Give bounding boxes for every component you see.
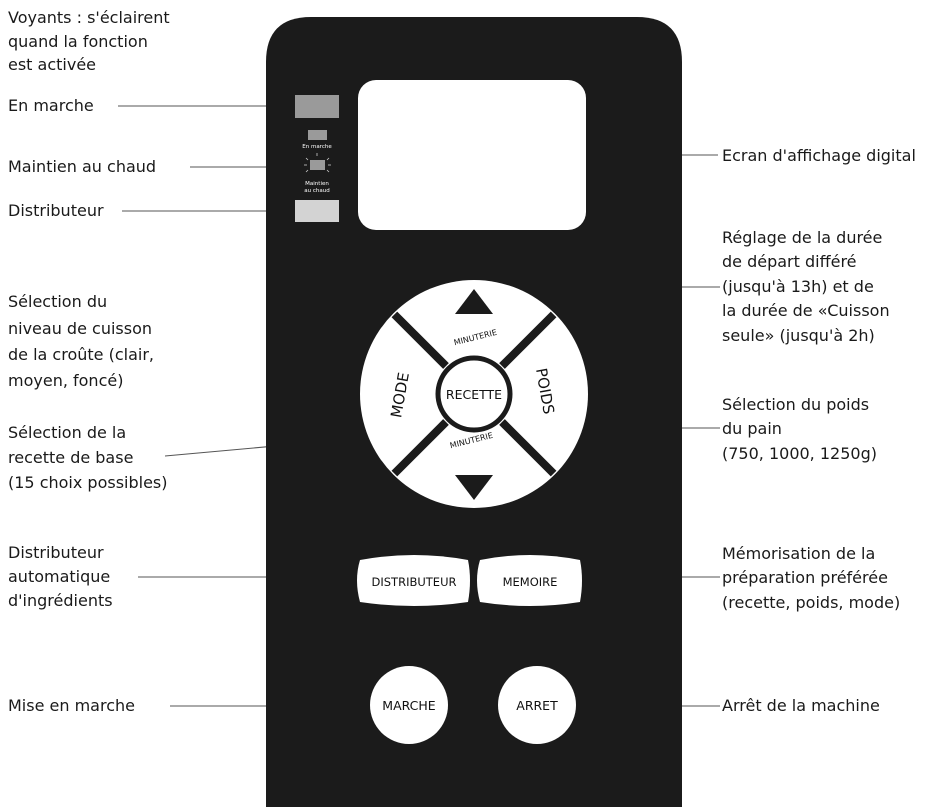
small-label-maintien-2: au chaud (304, 188, 329, 194)
memoire-button-label: MEMOIRE (503, 575, 558, 589)
callout-voyants: Voyants : s'éclairent quand la fonction … (8, 8, 175, 74)
callout-croute-line: niveau de cuisson (8, 319, 152, 338)
callout-recette-line: Sélection de la (8, 423, 126, 442)
distributeur-button-label: DISTRIBUTEUR (372, 575, 457, 589)
callout-minuterie-line: Réglage de la durée (722, 228, 882, 247)
callout-arret: Arrêt de la machine (722, 696, 880, 715)
callout-distributeur-auto-line: d'ingrédients (8, 591, 113, 610)
callout-poids-line: Sélection du poids (722, 395, 869, 414)
led-small-en-marche (308, 130, 327, 140)
callout-poids: Sélection du poids du pain (750, 1000, 1… (722, 395, 877, 463)
callout-minuterie-line: (jusqu'à 13h) et de (722, 277, 874, 296)
callout-recette-line: (15 choix possibles) (8, 473, 168, 492)
maintien-glow-icon (304, 153, 331, 173)
callout-recette-line: recette de base (8, 448, 133, 467)
callout-maintien: Maintien au chaud (8, 157, 156, 176)
arret-button[interactable] (498, 666, 576, 744)
callout-distributeur: Distributeur (8, 201, 104, 220)
callout-minuterie-line: la durée de «Cuisson (722, 301, 890, 320)
marche-button[interactable] (370, 666, 448, 744)
callout-distributeur-auto-line: Distributeur (8, 543, 104, 562)
led-en-marche (295, 95, 339, 118)
recette-button[interactable] (435, 355, 513, 433)
small-label-maintien-1: Maintien (305, 181, 329, 187)
arret-button-label: ARRET (516, 698, 558, 713)
callout-distributeur-auto-line: automatique (8, 567, 110, 586)
digital-display-screen (358, 80, 586, 230)
callout-voyants-line: quand la fonction (8, 32, 148, 51)
callout-memoire-line: préparation préférée (722, 568, 888, 587)
led-small-maintien (310, 160, 325, 170)
marche-button-label: MARCHE (382, 698, 436, 713)
memoire-button[interactable] (477, 555, 582, 606)
callout-poids-line: du pain (722, 419, 782, 438)
triangle-down-icon (455, 475, 493, 500)
callout-croute-line: Sélection du (8, 292, 107, 311)
callout-voyants-line: est activée (8, 55, 96, 74)
callout-memoire-line: (recette, poids, mode) (722, 593, 900, 612)
callout-recette: Sélection de la recette de base (15 choi… (8, 423, 168, 492)
callout-mise-en-marche: Mise en marche (8, 696, 135, 715)
callout-ecran: Ecran d'affichage digital (722, 146, 916, 165)
small-label-en-marche: En marche (302, 144, 332, 150)
triangle-up-icon (455, 289, 493, 314)
callout-minuterie: Réglage de la durée de départ différé (j… (722, 228, 895, 345)
callout-minuterie-line: seule» (jusqu'à 2h) (722, 326, 875, 345)
callout-voyants-line: Voyants : s'éclairent (8, 8, 170, 27)
callout-memoire-line: Mémorisation de la (722, 544, 875, 563)
callout-memoire: Mémorisation de la préparation préférée … (722, 544, 900, 612)
callout-croute-line: moyen, foncé) (8, 371, 123, 390)
callout-minuterie-line: de départ différé (722, 252, 857, 271)
led-distributeur (295, 200, 339, 222)
callout-distributeur-auto: Distributeur automatique d'ingrédients (8, 543, 115, 610)
recette-label: RECETTE (446, 387, 502, 402)
distributeur-button[interactable] (357, 555, 470, 606)
dpad: MINUTERIE MINUTERIE MODE POIDS RECETTE (360, 280, 588, 508)
callout-en-marche: En marche (8, 96, 94, 115)
callout-croute: Sélection du niveau de cuisson de la cro… (8, 292, 159, 390)
callout-poids-line: (750, 1000, 1250g) (722, 444, 877, 463)
callout-croute-line: de la croûte (clair, (8, 345, 154, 364)
